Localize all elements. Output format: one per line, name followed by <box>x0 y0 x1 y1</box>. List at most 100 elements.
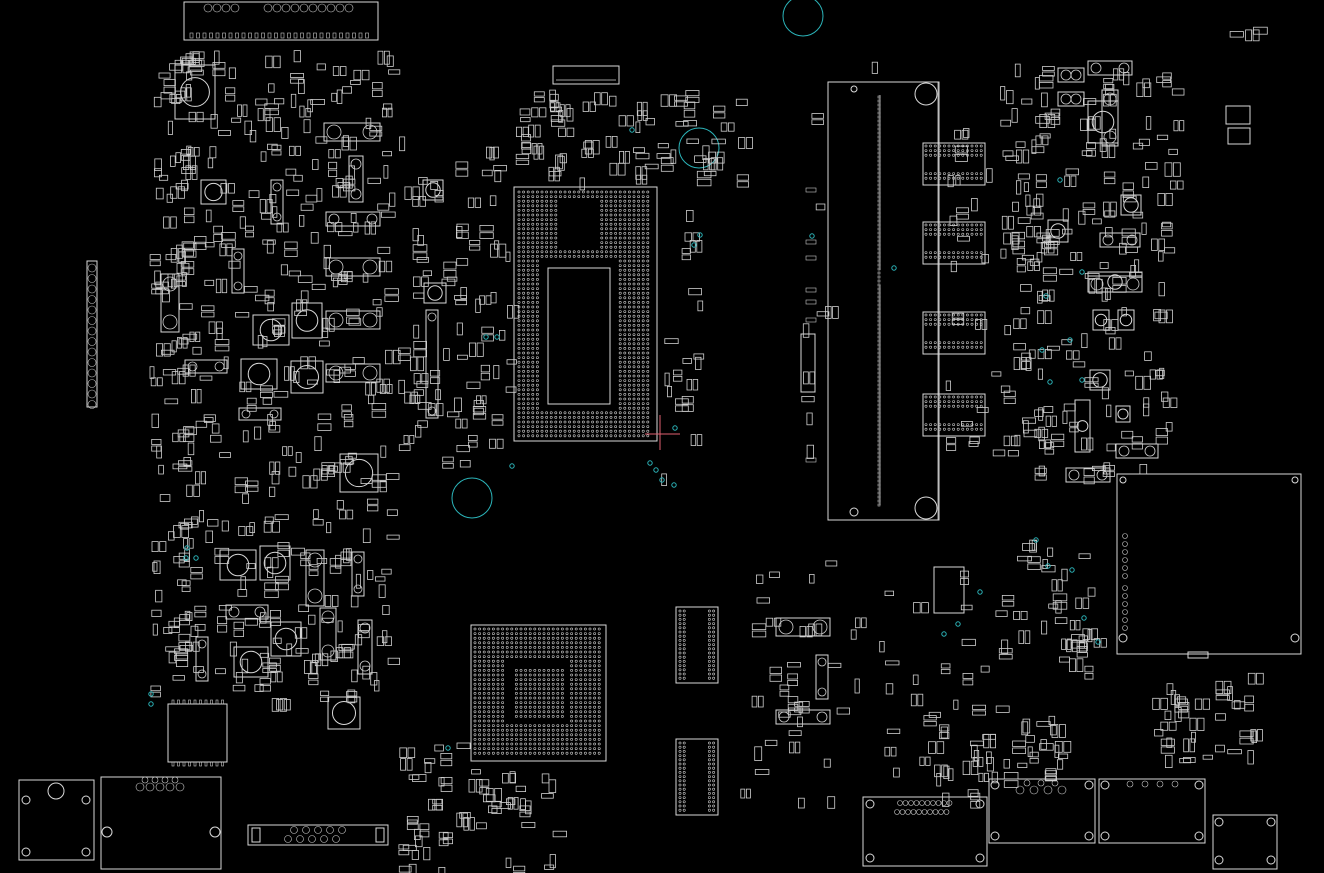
ball <box>524 655 528 659</box>
dram-chip-a[interactable] <box>922 142 986 186</box>
bottom-left-usb-connector[interactable] <box>100 776 222 870</box>
smd-pad <box>164 398 179 405</box>
left-edge-connector[interactable] <box>86 260 98 409</box>
ball <box>526 420 530 424</box>
ball <box>524 641 528 645</box>
ball <box>561 715 564 718</box>
cpu-bga-package[interactable] <box>513 186 658 442</box>
smd-pad <box>481 326 494 334</box>
power-components[interactable] <box>160 60 1251 730</box>
dram-chip-d[interactable] <box>922 393 986 437</box>
ball <box>536 388 539 392</box>
ball <box>632 333 636 337</box>
ball <box>538 692 541 695</box>
memory-sodimm-slot[interactable] <box>805 81 940 521</box>
ball <box>540 208 544 212</box>
ball <box>938 149 942 153</box>
ball <box>614 420 618 424</box>
ball <box>637 190 641 194</box>
smd-pad <box>163 86 176 94</box>
ball <box>517 227 521 231</box>
ball <box>614 208 618 212</box>
pad <box>196 32 200 39</box>
smd-pad <box>300 559 311 567</box>
smd-pad <box>1027 746 1033 758</box>
dimm-side-connector[interactable] <box>800 333 816 393</box>
smd-pad <box>548 171 562 177</box>
ball <box>597 705 601 709</box>
smd-pad <box>155 343 163 357</box>
ball <box>943 313 946 317</box>
smd-pad <box>981 254 989 264</box>
ball <box>554 227 558 231</box>
ball <box>943 404 946 408</box>
ball <box>588 696 592 700</box>
smd-pad <box>443 269 457 278</box>
memory-chip-2[interactable] <box>675 738 719 816</box>
ball <box>584 636 587 640</box>
smd-pad <box>273 329 283 335</box>
smd-pad <box>371 402 387 410</box>
pad <box>358 32 363 39</box>
lan-chip[interactable] <box>167 699 228 767</box>
smd-pad <box>533 91 545 97</box>
pin-icon <box>908 800 914 806</box>
pad <box>805 457 817 463</box>
smd-pad <box>455 169 469 177</box>
dram-chip-b[interactable] <box>922 221 986 265</box>
smd-pad <box>1025 357 1032 371</box>
ball <box>554 245 558 249</box>
ball <box>628 415 631 419</box>
ball <box>561 724 564 728</box>
ball <box>522 236 526 240</box>
ball <box>574 646 578 649</box>
pad <box>877 227 881 231</box>
bottom-vga-connector[interactable] <box>247 824 389 846</box>
smd-pad <box>740 788 746 799</box>
smd-pad <box>1059 656 1071 663</box>
memory-chip-1[interactable] <box>675 606 719 684</box>
smd-pad <box>1003 232 1012 245</box>
ball <box>545 213 549 217</box>
right-card-slot[interactable] <box>1116 473 1302 659</box>
ball <box>531 296 535 300</box>
smd-components[interactable] <box>149 26 1268 873</box>
smd-pad <box>1101 287 1108 302</box>
pad <box>235 32 239 39</box>
ball <box>646 406 650 410</box>
ball <box>501 728 505 732</box>
smd-pad <box>1051 415 1057 427</box>
ball <box>641 245 645 249</box>
smd-pad <box>209 146 217 159</box>
top-header-connector[interactable] <box>183 1 379 41</box>
smd-pad <box>963 128 970 138</box>
pad <box>877 315 881 319</box>
bottom-left-rj-jack[interactable] <box>18 779 95 861</box>
ball <box>549 411 553 415</box>
ball <box>623 305 627 309</box>
bottom-right-usb-1[interactable] <box>988 778 1096 844</box>
smd-pad <box>241 658 249 674</box>
component <box>933 566 965 614</box>
top-fpc-connector[interactable] <box>552 65 620 85</box>
ball <box>632 360 636 364</box>
ball <box>505 636 509 640</box>
pch-bga-package[interactable] <box>470 624 607 762</box>
ball <box>554 411 558 415</box>
ball <box>586 250 590 254</box>
ball <box>482 627 486 631</box>
smd-pad <box>884 590 895 596</box>
component <box>1120 194 1142 216</box>
smd-pad <box>158 72 171 79</box>
bottom-right-usb-2[interactable] <box>1098 778 1206 844</box>
smd-pad <box>249 522 255 533</box>
ball <box>584 719 587 723</box>
smd-pad <box>412 228 419 242</box>
bottom-right-hdmi-connector[interactable] <box>862 796 988 867</box>
ball <box>966 341 969 345</box>
smd-pad <box>467 197 475 208</box>
bottom-right-audio-jack[interactable] <box>1212 814 1278 870</box>
ball <box>515 641 518 645</box>
ball <box>628 213 631 217</box>
